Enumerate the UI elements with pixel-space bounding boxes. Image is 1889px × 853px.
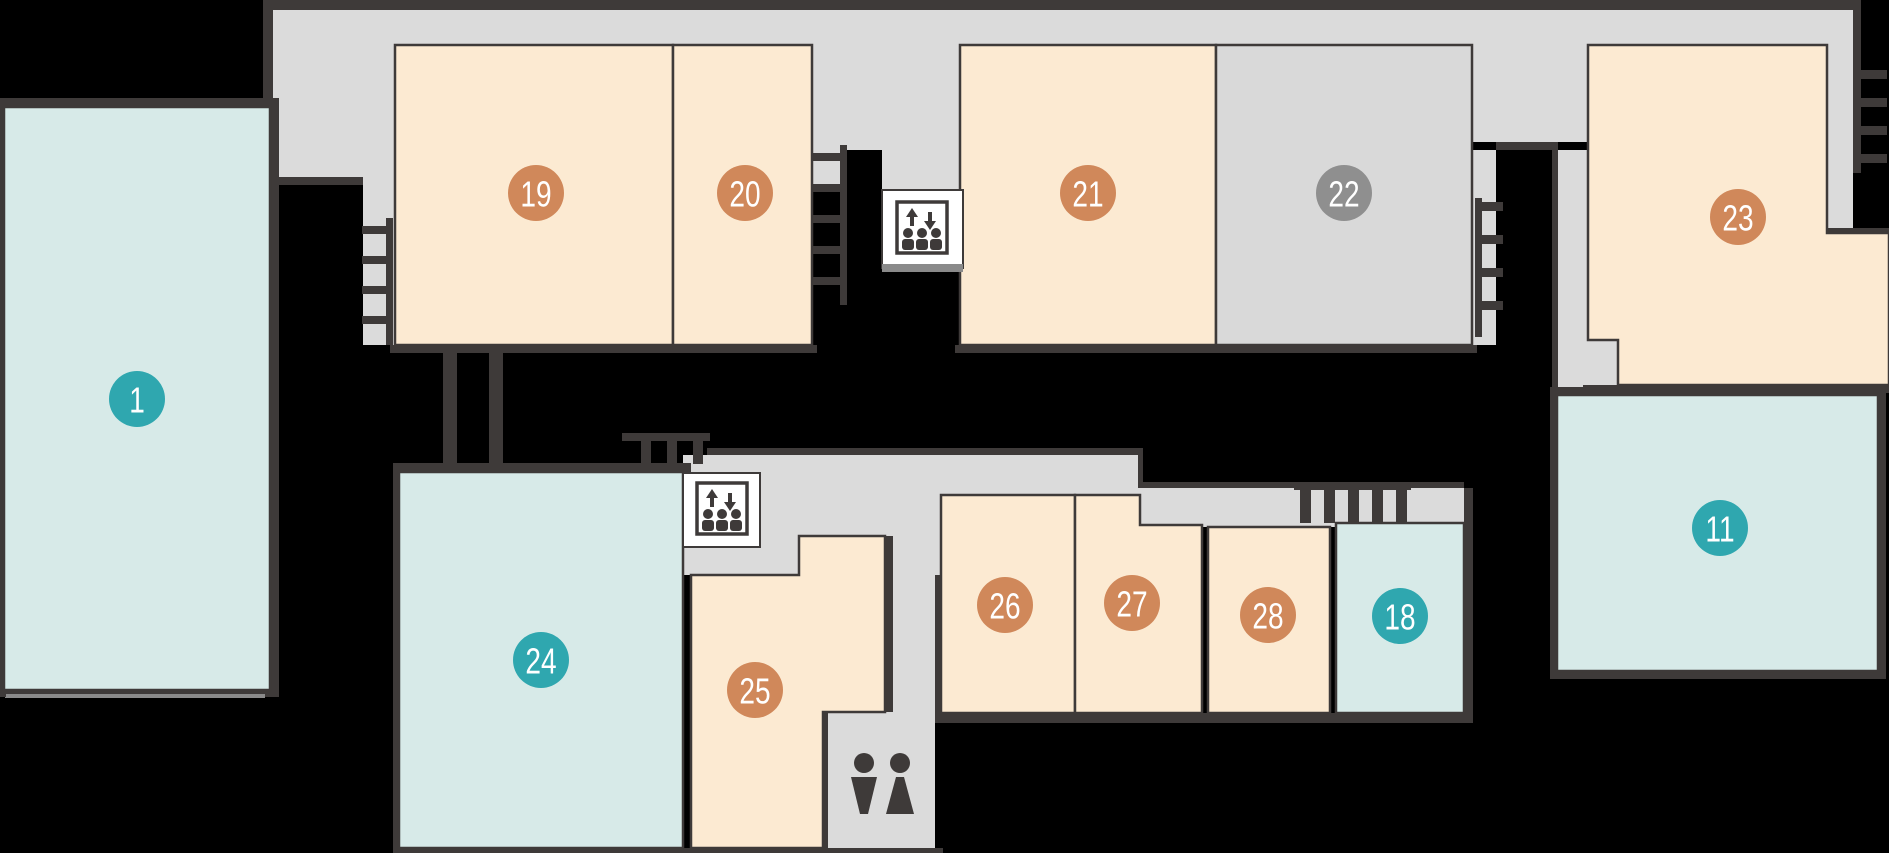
restroom-area [828,712,935,848]
stairs-left-of-19 [362,218,393,345]
stairs-top-right [1853,62,1887,173]
wall-right-top [1853,10,1861,67]
corridor-notch-23-bottom [1588,340,1618,385]
shaft-20-21 [847,150,882,355]
wall-23-right-notch [1823,228,1889,234]
wall-26-18-bottom [935,713,1473,723]
wall-bottom-left [393,848,943,853]
badge-23: 23 [1710,189,1766,245]
badge-11-number: 11 [1705,509,1734,549]
badge-27-number: 27 [1116,584,1147,624]
badge-25: 25 [727,662,783,718]
badge-18: 18 [1372,588,1428,644]
badge-11: 11 [1692,500,1748,556]
wall-room18-right [1464,488,1473,723]
elevator-2 [682,472,761,548]
badge-27: 27 [1104,575,1160,631]
corridor-right-of-23 [1827,45,1853,233]
wall-room1-top [0,98,279,107]
corridors [273,10,1853,848]
wall-room24-left [393,463,399,853]
wall-room24-top [393,463,691,472]
stairs-right-of-20 [812,145,847,305]
wall-shaft2-top [1496,142,1558,150]
badge-1: 1 [109,371,165,427]
wall-room11-left [1550,387,1557,679]
wall-pillar-2 [489,353,503,463]
restroom-icon [851,753,914,814]
corridor-top-band [395,10,1853,45]
wall-room23-bottom [1583,385,1889,393]
shaft-22-23 [1503,150,1552,387]
badge-19-number: 19 [520,174,551,214]
room-badges: 1 19 20 21 22 23 11 24 25 26 27 28 18 [109,165,1766,718]
wall-left-vert [263,0,273,107]
wall-room1-bottom-shadow [5,694,265,698]
badge-19: 19 [508,165,564,221]
badge-23-number: 23 [1722,198,1753,238]
wall-room11-right [1878,387,1886,679]
badge-25-number: 25 [739,671,770,711]
stairs-above-18 [1294,482,1411,523]
badge-20: 20 [717,165,773,221]
corridor-gap-22-23-top [1472,45,1588,142]
badge-26-number: 26 [989,586,1020,626]
badge-28-number: 28 [1252,596,1283,636]
wall-lobby-bottom [273,177,363,185]
badge-24-number: 24 [525,641,556,681]
room-22 [1214,43,1474,347]
badge-20-number: 20 [729,174,760,214]
badge-1-number: 1 [129,380,145,420]
wall-shaft2-right [1552,142,1558,395]
badge-22-number: 22 [1328,174,1359,214]
elevator-1-sill [882,264,963,272]
badge-26: 26 [977,577,1033,633]
badge-18-number: 18 [1384,597,1415,637]
corridor-gap-20-21 [812,45,960,190]
wall-restroom-left [823,712,828,853]
room-25 [689,534,887,850]
wall-finger-right [935,575,941,715]
wall-room1-right [270,98,279,697]
badge-21: 21 [1060,165,1116,221]
wall-room1-bottom [0,690,279,697]
wall-top-outer [263,0,1861,10]
elevator-1 [881,189,964,272]
restroom-man-icon [851,753,877,814]
stairs-right-of-22 [1475,198,1503,337]
badge-28: 28 [1240,587,1296,643]
corridor-gap-22-23-right [1558,150,1588,395]
wall-corridor2-step [1138,448,1143,488]
badge-22: 22 [1316,165,1372,221]
wall-21-22-bottom [955,345,1477,353]
wall-25-finger [885,536,893,712]
wall-room11-bottom [1550,671,1886,679]
corridor-finger [893,575,941,715]
badge-24: 24 [513,632,569,688]
stairs [362,62,1887,523]
badge-21-number: 21 [1072,174,1103,214]
wall-19-20-bottom [390,345,817,353]
wall-pillar-1 [443,353,457,463]
stairs-above-24 [622,433,710,464]
wall-corridor2-top [707,448,1143,455]
restroom-woman-icon [886,753,914,814]
